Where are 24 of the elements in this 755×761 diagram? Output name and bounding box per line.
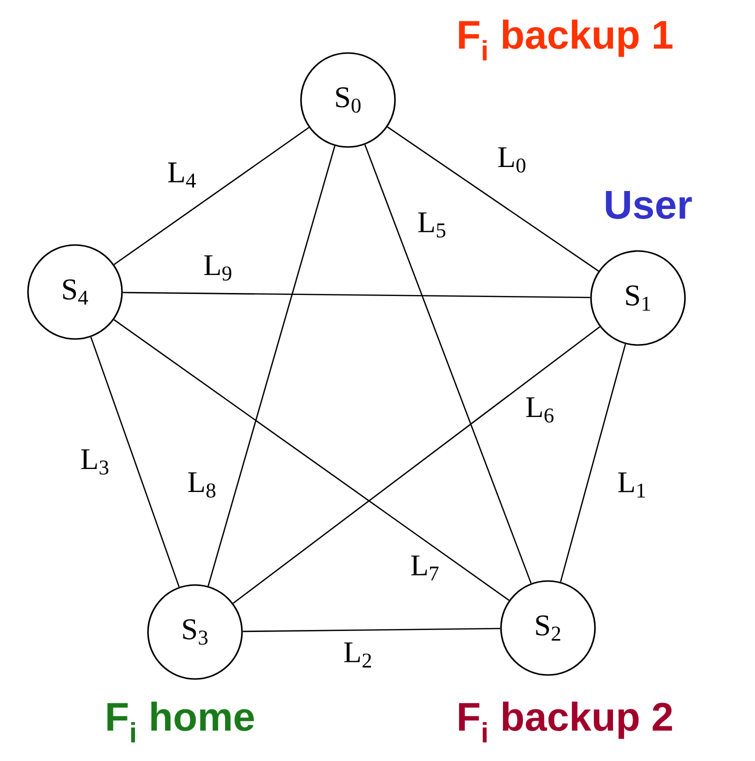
node-caption: F$_{i}$ backup 2: [459, 702, 672, 742]
link-line: [242, 628, 500, 632]
edge-label: L$_{8}$: [186, 471, 218, 499]
edge-label: L$_{2}$: [342, 642, 374, 668]
edge-label: L$_{5}$: [416, 211, 448, 239]
node-caption: F$_{i}$ home: [107, 702, 254, 742]
link-line: [232, 326, 600, 604]
edge-label: L$_{1}$: [616, 472, 648, 498]
edge-label: L$_{4}$: [166, 162, 198, 188]
node-caption: User: [606, 191, 692, 219]
link-line: [114, 319, 510, 601]
node-caption: F$_{i}$ backup 1: [459, 20, 672, 60]
edge-label: L$_{6}$: [524, 396, 556, 424]
edge-label: L$_{0}$: [496, 146, 528, 174]
edge-label: L$_{3}$: [79, 448, 111, 476]
link-line: [122, 292, 590, 298]
edge-label: L$_{7}$: [409, 554, 441, 582]
link-line: [364, 144, 532, 584]
link-line: [387, 126, 599, 272]
link-line: [114, 126, 310, 266]
link-line: [90, 336, 180, 588]
link-line: [560, 344, 626, 582]
edge-label: L$_{9}$: [202, 254, 234, 282]
link-line: [208, 146, 336, 586]
